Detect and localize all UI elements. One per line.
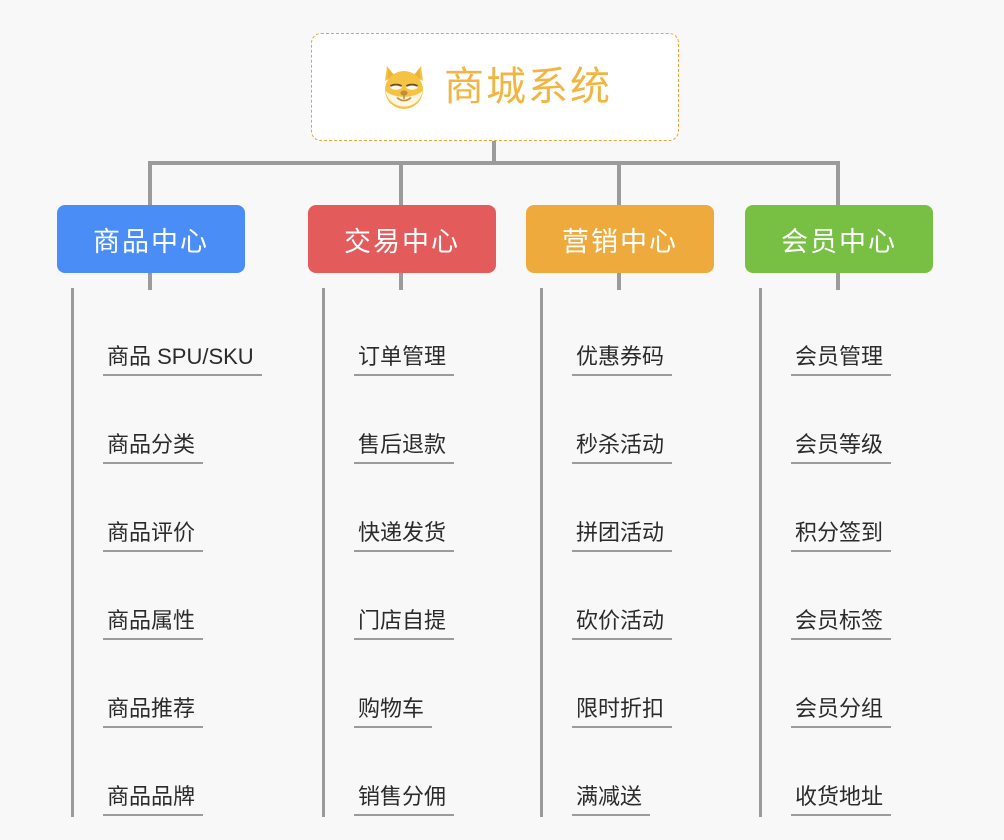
leaf-label: 会员标签 [791,608,892,640]
connector-category-stem-1 [148,268,152,290]
connector-category-stem-3 [617,268,621,290]
root-node-mall-system[interactable]: 商城系统 [311,33,679,141]
leaf-label: 会员等级 [791,432,892,464]
leaf-list-trade: 订单管理 售后退款 快递发货 门店自提 购物车 销售分佣 [322,288,455,817]
leaf-label: 购物车 [354,696,433,728]
category-header-label: 营销中心 [562,226,678,257]
leaf-rail [759,288,762,817]
list-item[interactable]: 商品分类 [71,376,262,464]
leaf-rail [322,288,325,817]
list-item[interactable]: 秒杀活动 [540,376,673,464]
category-header-label: 交易中心 [344,226,460,257]
connector-drop-4 [836,161,840,205]
leaf-list-product: 商品 SPU/SKU 商品分类 商品评价 商品属性 商品推荐 商品品牌 [71,288,262,817]
category-header-marketing[interactable]: 营销中心 [526,205,714,273]
leaf-label: 砍价活动 [572,608,673,640]
connector-root-stem [492,141,496,163]
list-item[interactable]: 售后退款 [322,376,455,464]
list-item[interactable]: 销售分佣 [322,728,455,816]
list-item[interactable]: 会员管理 [759,288,892,376]
category-column-product: 商品中心 [57,205,245,273]
leaf-label: 拼团活动 [572,520,673,552]
leaf-label: 订单管理 [354,344,455,376]
list-item[interactable]: 购物车 [322,640,454,728]
leaf-label: 优惠券码 [572,344,673,376]
category-header-trade[interactable]: 交易中心 [308,205,496,273]
leaf-label: 积分签到 [791,520,892,552]
leaf-label: 商品分类 [103,432,204,464]
list-item[interactable]: 收货地址 [759,728,892,816]
list-item[interactable]: 满减送 [540,728,672,816]
list-item[interactable]: 商品 SPU/SKU [71,288,262,376]
connector-category-stem-2 [399,268,403,290]
list-item[interactable]: 会员标签 [759,552,892,640]
connector-drop-2 [399,161,403,205]
list-item[interactable]: 商品属性 [71,552,262,640]
leaf-label: 商品 SPU/SKU [103,344,262,376]
leaf-label: 满减送 [572,784,651,816]
leaf-label: 销售分佣 [354,784,455,816]
list-item[interactable]: 会员等级 [759,376,892,464]
shiba-dog-face-icon [378,61,430,113]
list-item[interactable]: 砍价活动 [540,552,673,640]
category-column-marketing: 营销中心 [526,205,714,273]
leaf-label: 商品推荐 [103,696,204,728]
list-item[interactable]: 门店自提 [322,552,455,640]
leaf-list-member: 会员管理 会员等级 积分签到 会员标签 会员分组 收货地址 [759,288,892,817]
leaf-label: 秒杀活动 [572,432,673,464]
leaf-label: 售后退款 [354,432,455,464]
list-item[interactable]: 积分签到 [759,464,892,552]
leaf-label: 收货地址 [791,784,892,816]
leaf-label: 门店自提 [354,608,455,640]
list-item[interactable]: 会员分组 [759,640,892,728]
leaf-rail [540,288,543,817]
category-header-label: 会员中心 [781,226,897,257]
category-column-trade: 交易中心 [308,205,496,273]
leaf-label: 限时折扣 [572,696,673,728]
leaf-label: 商品评价 [103,520,204,552]
list-item[interactable]: 商品品牌 [71,728,262,816]
leaf-label: 会员管理 [791,344,892,376]
list-item[interactable]: 快递发货 [322,464,455,552]
category-header-label: 商品中心 [93,226,209,257]
leaf-label: 会员分组 [791,696,892,728]
connector-horizontal-bus [148,161,840,165]
list-item[interactable]: 限时折扣 [540,640,673,728]
category-header-product[interactable]: 商品中心 [57,205,245,273]
list-item[interactable]: 商品推荐 [71,640,262,728]
list-item[interactable]: 订单管理 [322,288,455,376]
list-item[interactable]: 商品评价 [71,464,262,552]
leaf-rail [71,288,74,817]
list-item[interactable]: 优惠券码 [540,288,673,376]
category-header-member[interactable]: 会员中心 [745,205,933,273]
leaf-list-marketing: 优惠券码 秒杀活动 拼团活动 砍价活动 限时折扣 满减送 [540,288,673,817]
connector-drop-1 [148,161,152,205]
list-item[interactable]: 拼团活动 [540,464,673,552]
connector-drop-3 [617,161,621,205]
root-node-label: 商城系统 [444,65,612,109]
leaf-label: 商品属性 [103,608,204,640]
connector-category-stem-4 [836,268,840,290]
leaf-label: 快递发货 [354,520,455,552]
leaf-label: 商品品牌 [103,784,204,816]
category-column-member: 会员中心 [745,205,933,273]
